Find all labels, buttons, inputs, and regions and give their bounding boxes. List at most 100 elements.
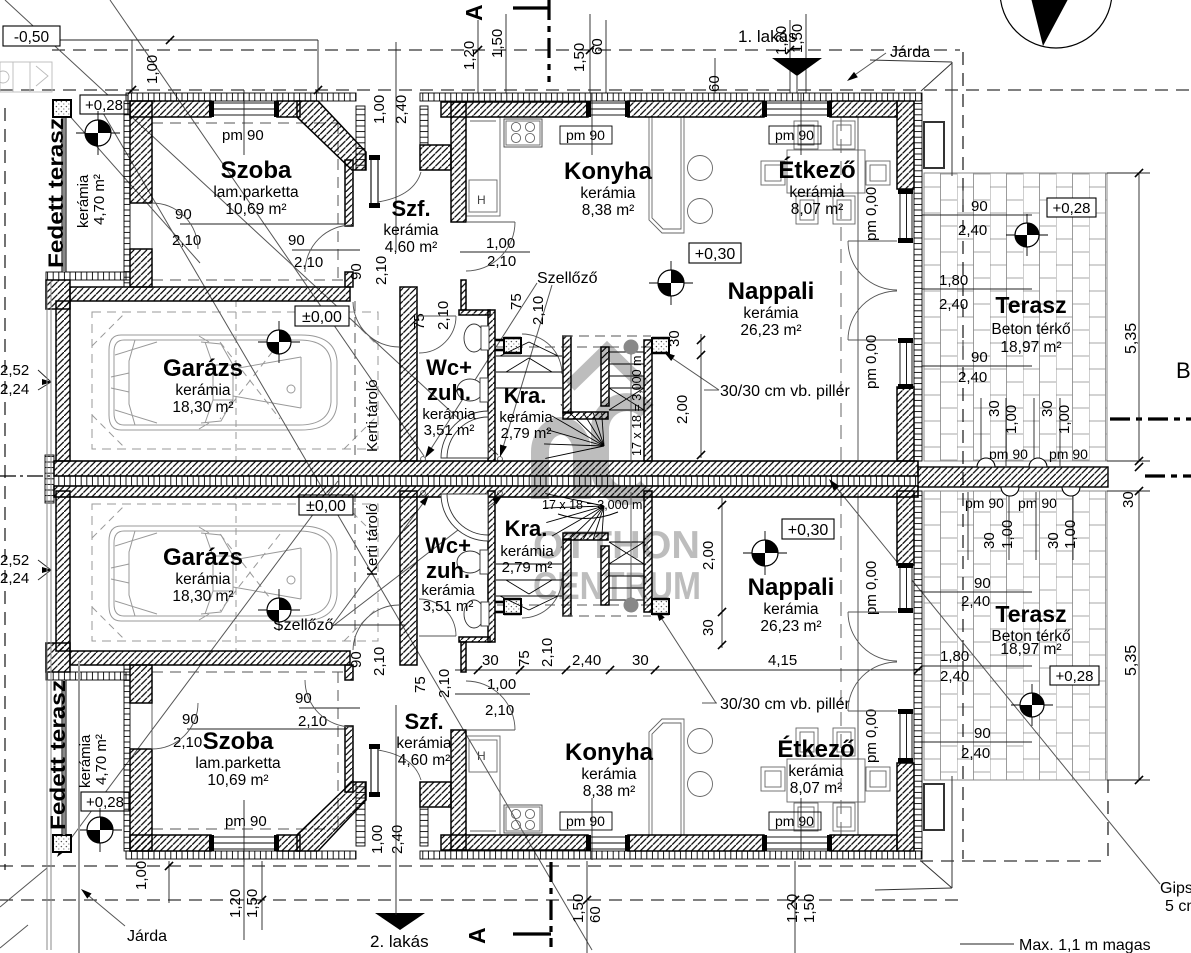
svg-text:Fedett terasz: Fedett terasz [45,118,68,268]
svg-text:Kerti tároló: Kerti tároló [364,503,381,576]
svg-text:2,24: 2,24 [0,381,29,398]
svg-text:lam.parketta: lam.parketta [213,184,299,201]
svg-text:1,20: 1,20 [773,26,790,55]
svg-text:8,07 m²: 8,07 m² [790,780,843,797]
svg-text:Szoba: Szoba [203,728,274,755]
svg-text:2,24: 2,24 [0,570,29,587]
svg-text:60: 60 [589,38,606,55]
svg-text:+0,28: +0,28 [1056,668,1094,685]
svg-text:30: 30 [666,330,683,347]
svg-text:B: B [1176,358,1191,383]
svg-text:kerámia: kerámia [580,185,636,202]
svg-text:lam.parketta: lam.parketta [195,755,281,772]
svg-text:pm 90: pm 90 [1049,446,1088,462]
svg-text:75: 75 [516,650,533,667]
svg-text:kerámia: kerámia [788,763,844,780]
svg-text:2,10: 2,10 [539,638,556,667]
svg-text:+0,28: +0,28 [86,794,124,811]
svg-text:2,40: 2,40 [961,593,990,610]
svg-text:10,69 m²: 10,69 m² [225,201,286,218]
svg-text:pm 90: pm 90 [566,127,605,143]
svg-text:Járda: Járda [890,44,930,61]
svg-text:kerámia: kerámia [500,543,554,560]
svg-text:Konyha: Konyha [564,158,653,185]
svg-text:1,20: 1,20 [784,894,801,923]
svg-text:pm 90: pm 90 [1018,495,1057,511]
svg-text:Wc+: Wc+ [425,533,471,558]
svg-text:30: 30 [700,619,717,636]
svg-text:Nappali: Nappali [748,574,835,601]
svg-text:1,00: 1,00 [1003,405,1020,434]
svg-text:2,10: 2,10 [530,296,547,325]
svg-text:30: 30 [482,652,499,669]
svg-text:1,80: 1,80 [940,648,969,665]
svg-text:+0,28: +0,28 [1053,200,1091,217]
svg-text:Szf.: Szf. [404,709,443,734]
svg-text:8,38 m²: 8,38 m² [582,202,635,219]
svg-text:2,10: 2,10 [173,734,202,751]
svg-text:2,79 m²: 2,79 m² [501,425,552,442]
svg-text:kerámia: kerámia [396,735,452,752]
svg-text:1,80: 1,80 [939,272,968,289]
svg-text:5,35: 5,35 [1123,645,1140,676]
svg-text:kerámia: kerámia [743,305,799,322]
svg-text:18,97 m²: 18,97 m² [1000,641,1061,658]
svg-text:2,00: 2,00 [700,541,717,570]
svg-text:60: 60 [587,906,604,923]
svg-text:Wc+: Wc+ [426,355,472,380]
svg-text:pm 90: pm 90 [965,495,1004,511]
svg-text:Terasz: Terasz [995,292,1066,318]
svg-text:1,50: 1,50 [571,43,588,72]
svg-text:10,69 m²: 10,69 m² [207,772,268,789]
svg-text:Gipsz: Gipsz [1160,880,1191,897]
svg-text:4,60 m²: 4,60 m² [385,239,438,256]
svg-text:1,00: 1,00 [487,676,516,693]
svg-text:90: 90 [175,206,192,223]
svg-text:2,40: 2,40 [961,745,990,762]
svg-text:Kerti tároló: Kerti tároló [364,379,381,452]
svg-text:1,50: 1,50 [244,889,261,918]
svg-text:+0,28: +0,28 [85,97,123,114]
svg-text:1,50: 1,50 [489,29,506,58]
svg-text:1,20: 1,20 [227,889,244,918]
svg-text:pm 90: pm 90 [222,127,264,144]
svg-text:2,10: 2,10 [298,713,327,730]
svg-text:2,10: 2,10 [485,702,514,719]
svg-text:H: H [477,749,486,763]
svg-text:18,30 m²: 18,30 m² [172,399,233,416]
svg-text:1,50: 1,50 [801,894,818,923]
svg-text:pm 0,00: pm 0,00 [863,709,880,763]
svg-text:4,70 m²: 4,70 m² [91,174,108,225]
svg-text:kerámia: kerámia [175,571,231,588]
svg-text:30: 30 [632,652,649,669]
svg-text:60: 60 [706,75,723,92]
svg-text:Kra.: Kra. [505,516,548,541]
svg-text:2,10: 2,10 [172,232,201,249]
svg-text:Fedett terasz: Fedett terasz [47,680,70,830]
svg-text:2,10: 2,10 [294,254,323,271]
svg-text:Szellőző: Szellőző [537,270,598,287]
svg-text:Max. 1,1 m magas: Max. 1,1 m magas [1019,937,1151,953]
svg-text:1,00: 1,00 [999,520,1016,549]
svg-text:2,40: 2,40 [940,668,969,685]
svg-text:90: 90 [288,232,305,249]
svg-text:pm 90: pm 90 [775,127,814,143]
svg-text:zuh.: zuh. [427,380,471,405]
svg-text:2,40: 2,40 [572,652,601,669]
svg-text:1,00: 1,00 [1062,520,1079,549]
svg-text:17 x 18 = 3,000 m: 17 x 18 = 3,000 m [542,498,642,512]
svg-text:90: 90 [182,711,199,728]
svg-text:kerámia: kerámia [421,582,475,599]
svg-text:30/30 cm vb. pillér: 30/30 cm vb. pillér [720,383,851,400]
svg-text:pm 0,00: pm 0,00 [863,561,880,615]
svg-text:pm 90: pm 90 [989,446,1028,462]
svg-text:kerámia: kerámia [763,601,819,618]
svg-text:kerámia: kerámia [499,409,553,426]
svg-text:30: 30 [981,532,998,549]
svg-text:1,20: 1,20 [461,41,478,70]
svg-text:2,10: 2,10 [371,647,388,676]
svg-text:Konyha: Konyha [565,739,654,766]
svg-text:30: 30 [1120,491,1137,508]
svg-text:Járda: Járda [127,928,167,945]
svg-text:8,07 m²: 8,07 m² [791,201,844,218]
